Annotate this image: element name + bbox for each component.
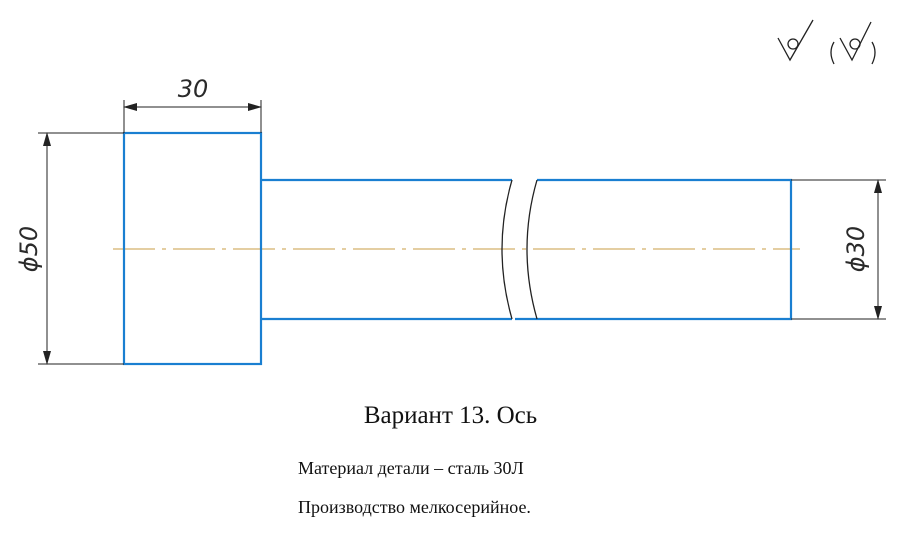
break-line-right — [526, 179, 538, 320]
roughness-symbol — [777, 19, 814, 62]
shaft-right-outline — [515, 178, 793, 321]
roughness-symbol-parenthesized — [830, 21, 876, 65]
head-outline — [122, 131, 263, 366]
shaft-left-outline — [261, 178, 512, 321]
technical-drawing: 30 ϕ50 ϕ30 — [15, 19, 886, 366]
break-line-left — [501, 179, 513, 320]
material-text: Материал детали – сталь 30Л — [298, 458, 524, 478]
dimension-length-label: 30 — [178, 75, 209, 103]
dimension-diameter-head-label: ϕ50 — [15, 226, 43, 272]
dimension-diameter-shaft-label: ϕ30 — [842, 226, 870, 272]
variant-title: Вариант 13. Ось — [363, 402, 538, 429]
production-text: Производство мелкосерийное. — [298, 497, 531, 517]
